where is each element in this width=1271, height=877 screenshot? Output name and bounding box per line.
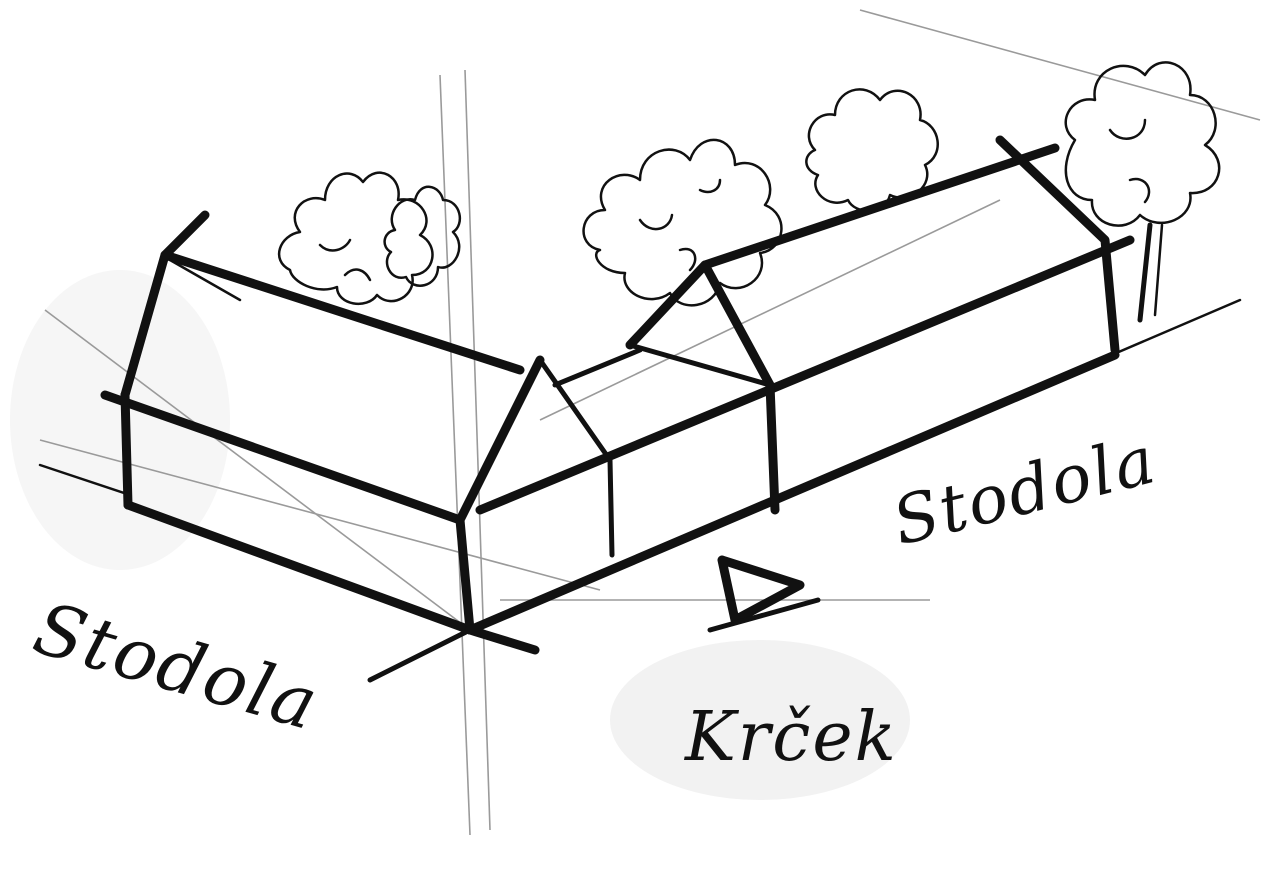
barn-left-wall-corner xyxy=(125,395,128,505)
paper-shade xyxy=(10,270,230,570)
barn-left-base xyxy=(128,505,470,630)
tree-icon xyxy=(279,173,432,304)
label-barn-left: Stodola xyxy=(25,586,328,747)
barn-junction xyxy=(370,360,610,680)
tree-icon xyxy=(1066,62,1219,320)
triangle-arrow-icon xyxy=(710,560,818,630)
label-entrance: Krček xyxy=(683,698,898,777)
barn-right xyxy=(470,140,1240,630)
label-barn-right: Stodola xyxy=(885,421,1164,561)
tree-icon xyxy=(584,140,782,305)
